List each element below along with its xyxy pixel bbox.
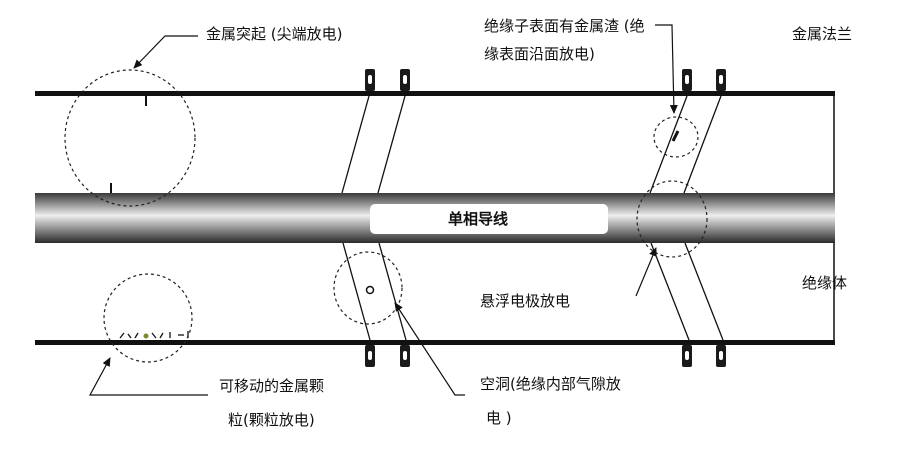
leader-lines bbox=[88, 24, 678, 396]
label-insulator: 绝缘体 bbox=[802, 274, 848, 292]
protrusion-leader bbox=[133, 35, 198, 69]
insulator-leader bbox=[635, 247, 657, 297]
particle-circle bbox=[103, 273, 193, 363]
surface-debris bbox=[671, 130, 680, 142]
metal-particles bbox=[119, 331, 189, 339]
label-floating: 悬浮电极放电 bbox=[480, 292, 571, 310]
discharge-circles bbox=[64, 69, 708, 363]
label-surface-line1: 绝缘子表面有金属渣 (绝 bbox=[484, 17, 645, 35]
label-particle-line1: 可移动的金属颗 bbox=[219, 377, 325, 395]
label-surface-line2: 缘表面沿面放电) bbox=[484, 45, 595, 63]
label-void-line1: 空洞(绝缘内部气隙放 bbox=[480, 375, 621, 393]
particle-leader bbox=[88, 357, 208, 396]
label-particle-line2: 粒(颗粒放电) bbox=[228, 411, 315, 429]
left-insulator bbox=[341, 95, 407, 341]
void-leader bbox=[394, 302, 465, 396]
flange-bolt-holes-bottom bbox=[368, 351, 723, 360]
flange-bolt-holes-top bbox=[368, 75, 723, 84]
surface-leader bbox=[655, 24, 678, 114]
label-void-line2: 电 ) bbox=[486, 409, 512, 427]
label-conductor: 单相导线 bbox=[448, 210, 509, 228]
conductor-label-box bbox=[370, 204, 608, 234]
protrusion-circle bbox=[64, 69, 196, 207]
void-circle bbox=[636, 180, 708, 258]
flange-bolts-top bbox=[365, 69, 726, 91]
flange-bolts-bottom bbox=[365, 345, 726, 367]
enclosure-top-wall bbox=[35, 91, 835, 96]
right-insulator bbox=[649, 95, 724, 341]
enclosure-bottom-wall bbox=[35, 340, 835, 345]
label-protrusion: 金属突起 (尖端放电) bbox=[206, 25, 343, 43]
label-flange: 金属法兰 bbox=[792, 25, 853, 43]
floating-circle bbox=[333, 251, 403, 325]
surface-circle bbox=[653, 116, 699, 158]
metal-particle-dot bbox=[143, 333, 149, 339]
floating-electrode bbox=[365, 285, 375, 295]
